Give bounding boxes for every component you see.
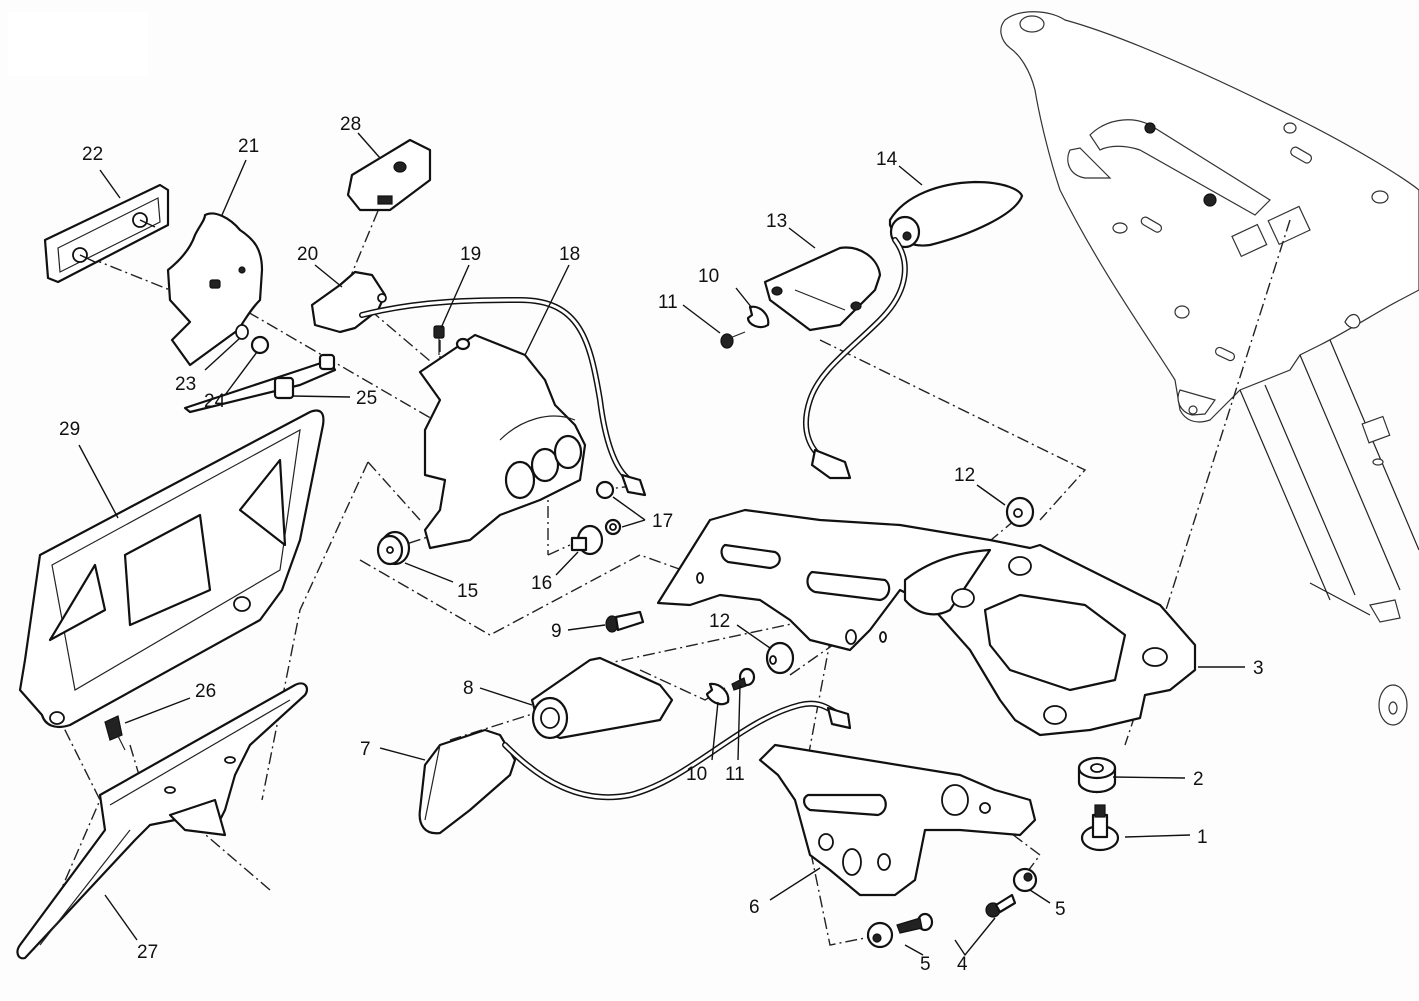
- callout-2[interactable]: 2: [1193, 769, 1204, 790]
- callout-9[interactable]: 9: [551, 621, 562, 642]
- part-22-license-plate-light[interactable]: [43, 183, 170, 284]
- part-25-cable-tie[interactable]: [183, 353, 337, 414]
- callout-28[interactable]: 28: [340, 114, 361, 135]
- callout-5-left[interactable]: 5: [920, 954, 931, 975]
- callout-25[interactable]: 25: [356, 388, 377, 409]
- callout-17[interactable]: 17: [652, 511, 673, 532]
- part-1-bolt[interactable]: [1080, 804, 1120, 852]
- part-21-plate-light-bracket[interactable]: [166, 212, 264, 367]
- part-18-tail-light-housing[interactable]: [418, 333, 587, 550]
- part-26-screw[interactable]: [104, 715, 126, 751]
- callout-11-upper[interactable]: 11: [658, 292, 678, 313]
- part-2-rubber-grommet[interactable]: [1077, 756, 1117, 794]
- part-12-grommet-lower[interactable]: [765, 641, 795, 675]
- callout-1[interactable]: 1: [1197, 827, 1208, 848]
- left-signal-cable: [502, 700, 852, 801]
- callout-8[interactable]: 8: [463, 678, 474, 699]
- part-17-nut-lower[interactable]: [604, 518, 622, 536]
- right-signal-cable: [803, 237, 908, 480]
- part-9-screw[interactable]: [605, 610, 645, 633]
- part-20-connector[interactable]: [310, 270, 387, 334]
- callout-13[interactable]: 13: [766, 211, 787, 232]
- callout-18[interactable]: 18: [559, 244, 580, 265]
- part-5-nut-left[interactable]: [866, 921, 894, 949]
- light-harness-cable: [359, 296, 647, 497]
- part-8-turn-signal-mount[interactable]: [530, 656, 674, 740]
- callout-10-upper[interactable]: 10: [698, 266, 719, 287]
- part-16-spacer[interactable]: [570, 524, 604, 556]
- part-23-washer[interactable]: [235, 324, 249, 340]
- callout-12-lower[interactable]: 12: [709, 611, 730, 632]
- callout-6[interactable]: 6: [749, 897, 760, 918]
- part-27-plate-holder-arm[interactable]: [16, 682, 309, 960]
- callout-4[interactable]: 4: [957, 954, 968, 975]
- part-11-screw-upper[interactable]: [720, 331, 746, 349]
- callout-27[interactable]: 27: [137, 942, 158, 963]
- callout-11-lower[interactable]: 11: [725, 764, 745, 785]
- callout-7[interactable]: 7: [360, 739, 371, 760]
- leader-lines: [78, 132, 1245, 957]
- part-5-nut-right[interactable]: [1012, 867, 1038, 893]
- callout-3[interactable]: 3: [1253, 658, 1264, 679]
- callout-24[interactable]: 24: [204, 391, 226, 412]
- part-4-screw-right[interactable]: [985, 893, 1017, 918]
- part-7-left-turn-signal[interactable]: [418, 728, 517, 835]
- part-4-screw-left[interactable]: [896, 912, 934, 934]
- part-19-screw[interactable]: [433, 325, 445, 355]
- callout-labels: 1 2 3 4 5 5 6 7 8 9 10 10 11 11 12 12 13…: [59, 114, 1264, 975]
- blank-corner-patch: [8, 12, 148, 76]
- part-28-connector-cover[interactable]: [346, 138, 432, 212]
- callout-26[interactable]: 26: [195, 681, 216, 702]
- callout-19[interactable]: 19: [460, 244, 481, 265]
- callout-16[interactable]: 16: [531, 573, 552, 594]
- part-15-rubber-spacer[interactable]: [376, 530, 411, 566]
- part-24-nut[interactable]: [250, 335, 270, 355]
- part-29-license-plate-bracket[interactable]: [18, 409, 325, 729]
- callout-22[interactable]: 22: [82, 144, 103, 165]
- callout-20[interactable]: 20: [297, 244, 318, 265]
- callout-29[interactable]: 29: [59, 419, 80, 440]
- part-10-washer-upper[interactable]: [746, 305, 770, 329]
- callout-21[interactable]: 21: [238, 136, 259, 157]
- callout-5-right[interactable]: 5: [1055, 899, 1066, 920]
- callout-15[interactable]: 15: [457, 581, 478, 602]
- subframe-drawing: [1000, 11, 1419, 726]
- callout-23[interactable]: 23: [175, 374, 196, 395]
- part-17-nut-upper[interactable]: [595, 480, 615, 500]
- callout-14[interactable]: 14: [876, 149, 898, 170]
- callout-10-lower[interactable]: 10: [686, 764, 707, 785]
- part-13-turn-signal-mount[interactable]: [763, 246, 882, 332]
- part-10-washer-lower[interactable]: [705, 682, 730, 706]
- part-6-lower-bracket[interactable]: [758, 743, 1037, 897]
- callout-12-upper[interactable]: 12: [954, 465, 975, 486]
- part-3-main-support-bracket[interactable]: [656, 508, 1197, 737]
- part-12-grommet-upper[interactable]: [1005, 496, 1035, 528]
- part-14-right-turn-signal[interactable]: [888, 180, 1024, 249]
- part-11-screw-lower[interactable]: [731, 667, 756, 691]
